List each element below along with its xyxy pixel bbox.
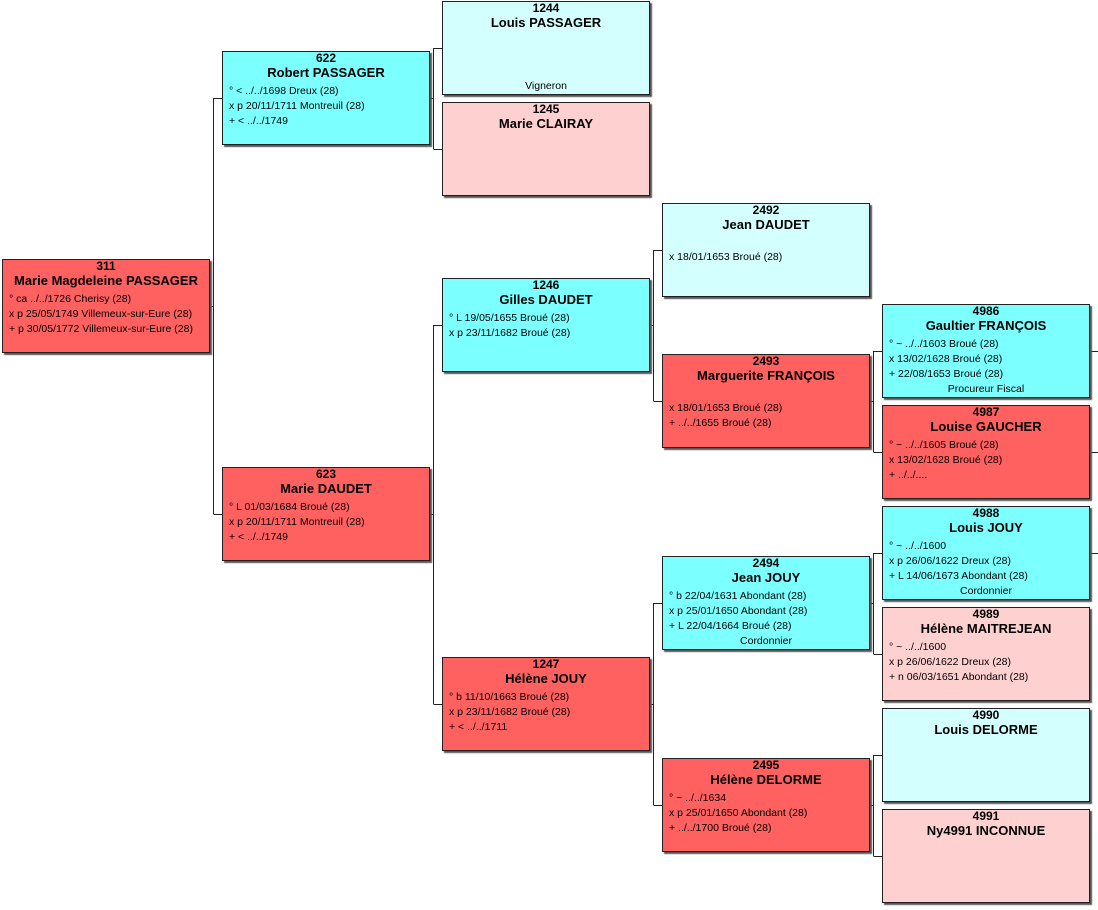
death-event: + p 30/05/1772 Villemeux-sur-Eure (28) [9,323,193,335]
sosa-number: 4988 [972,506,1000,520]
birth-event: ° b 22/04/1631 Abondant (28) [669,590,807,602]
person-box-2495[interactable]: 2495 Hélène DELORME ° ~ ../../1634 x p 2… [662,758,870,852]
death-event: + < ../../1711 [449,721,508,733]
birth-event: ° ca ../../1726 Cherisy (28) [9,293,132,305]
person-name: Jean JOUY [731,570,801,585]
person-box-1245[interactable]: 1245 Marie CLAIRAY [442,102,650,196]
death-event: + ../../.... [889,469,928,481]
person-name: Jean DAUDET [722,217,810,232]
sosa-number: 622 [315,51,337,65]
person-box-2492[interactable]: 2492 Jean DAUDET x 18/01/1653 Broué (28) [662,203,870,297]
sosa-number: 4991 [972,809,1000,823]
birth-event: ° ~ ../../1603 Broué (28) [889,338,999,350]
death-event: + n 06/03/1651 Abondant (28) [889,671,1029,683]
birth-event: ° ~ ../../1605 Broué (28) [889,439,999,451]
person-box-4990[interactable]: 4990 Louis DELORME [882,708,1090,802]
person-name: Gaultier FRANÇOIS [925,318,1047,333]
death-event: + < ../../1749 [229,531,288,543]
person-box-623[interactable]: 623 Marie DAUDET ° L 01/03/1684 Broué (2… [222,467,430,561]
person-name: Hélène DELORME [710,772,822,787]
sosa-number: 2494 [752,556,780,570]
marriage-event: x p 20/11/1711 Montreuil (28) [229,516,365,528]
sosa-number: 4987 [972,405,1000,419]
birth-event: ° ~ ../../1600 [889,540,947,552]
occupation: Vigneron [525,80,567,92]
sosa-number: 1245 [532,102,560,116]
occupation: Cordonnier [740,635,792,647]
sosa-number: 2492 [752,203,780,217]
person-name: Gilles DAUDET [499,292,593,307]
death-event: + L 14/06/1673 Abondant (28) [889,570,1028,582]
marriage-event: x 13/02/1628 Broué (28) [889,454,1003,466]
birth-event: ° < ../../1698 Dreux (28) [229,85,339,97]
person-name: Ny4991 INCONNUE [926,823,1046,838]
person-box-2494[interactable]: 2494 Jean JOUY ° b 22/04/1631 Abondant (… [662,556,870,650]
marriage-event: x p 26/06/1622 Dreux (28) [889,555,1011,567]
marriage-event: x 18/01/1653 Broué (28) [669,402,783,414]
person-box-622[interactable]: 622 Robert PASSAGER ° < ../../1698 Dreux… [222,51,430,145]
birth-event: ° b 11/10/1663 Broué (28) [449,691,570,703]
person-name: Marie Magdeleine PASSAGER [14,273,198,288]
marriage-event: x 13/02/1628 Broué (28) [889,353,1003,365]
death-event: + L 22/04/1664 Broué (28) [669,620,792,632]
marriage-event: x p 20/11/1711 Montreuil (28) [229,100,365,112]
sosa-number: 1247 [532,657,560,671]
person-name: Marie DAUDET [280,481,372,496]
sosa-number: 4989 [972,607,1000,621]
sosa-number: 2493 [752,354,780,368]
marriage-event: x p 25/01/1650 Abondant (28) [669,605,808,617]
person-box-4991[interactable]: 4991 Ny4991 INCONNUE [882,809,1090,903]
sosa-number: 4986 [972,304,1000,318]
death-event: + 22/08/1653 Broué (28) [889,368,1004,380]
person-box-2493[interactable]: 2493 Marguerite FRANÇOIS x 18/01/1653 Br… [662,354,870,448]
marriage-event: x p 23/11/1682 Broué (28) [449,706,571,718]
marriage-event: x p 26/06/1622 Dreux (28) [889,656,1011,668]
person-name: Marie CLAIRAY [498,116,594,131]
person-box-1247[interactable]: 1247 Hélène JOUY ° b 11/10/1663 Broué (2… [442,657,650,751]
marriage-event: x p 23/11/1682 Broué (28) [449,327,571,339]
person-name: Louis PASSAGER [490,15,602,30]
person-box-4987[interactable]: 4987 Louise GAUCHER ° ~ ../../1605 Broué… [882,405,1090,499]
birth-event: ° ~ ../../1600 [889,641,947,653]
marriage-event: x p 25/05/1749 Villemeux-sur-Eure (28) [9,308,193,320]
sosa-number: 4990 [972,708,1000,722]
person-name: Louis DELORME [934,722,1038,737]
person-name: Louise GAUCHER [930,419,1042,434]
birth-event: ° ~ ../../1634 [669,792,727,804]
marriage-event: x 18/01/1653 Broué (28) [669,251,783,263]
sosa-number: 623 [315,467,337,481]
birth-event: ° L 01/03/1684 Broué (28) [229,501,350,513]
death-event: + < ../../1749 [229,115,288,127]
death-event: + ../../1700 Broué (28) [669,822,772,834]
person-name: Hélène MAITREJEAN [920,621,1052,636]
sosa-number: 1246 [532,278,560,292]
person-box-4989[interactable]: 4989 Hélène MAITREJEAN ° ~ ../../1600 x … [882,607,1090,701]
occupation: Procureur Fiscal [947,383,1025,395]
person-name: Marguerite FRANÇOIS [697,368,835,383]
death-event: + ../../1655 Broué (28) [669,417,772,429]
person-name: Hélène JOUY [505,671,587,686]
sosa-number: 2495 [752,758,780,772]
person-box-1244[interactable]: 1244 Louis PASSAGER Vigneron [442,1,650,95]
person-name: Louis JOUY [949,520,1023,535]
sosa-number: 311 [96,259,116,273]
person-box-4986[interactable]: 4986 Gaultier FRANÇOIS ° ~ ../../1603 Br… [882,304,1090,398]
sosa-number: 1244 [532,1,560,15]
marriage-event: x p 25/01/1650 Abondant (28) [669,807,808,819]
person-box-4988[interactable]: 4988 Louis JOUY ° ~ ../../1600 x p 26/06… [882,506,1090,600]
person-box-311[interactable]: 311 Marie Magdeleine PASSAGER ° ca ../..… [2,259,210,353]
occupation: Cordonnier [960,585,1012,597]
person-name: Robert PASSAGER [267,65,385,80]
birth-event: ° L 19/05/1655 Broué (28) [449,312,570,324]
person-box-1246[interactable]: 1246 Gilles DAUDET ° L 19/05/1655 Broué … [442,278,650,372]
